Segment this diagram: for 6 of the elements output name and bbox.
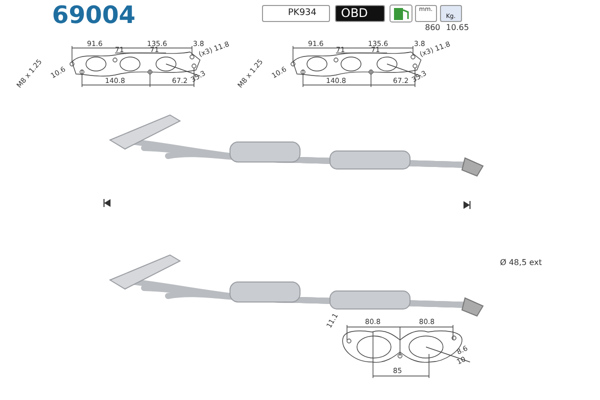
kit-code: PK934 [288,9,317,18]
diameter-label: Ø 48,5 ext [500,259,542,267]
weight-value: 10.65 [446,24,469,32]
length-value: 860 [425,24,440,32]
obd-label: OBD [341,7,368,19]
part-number-title: 69004 [52,3,136,27]
